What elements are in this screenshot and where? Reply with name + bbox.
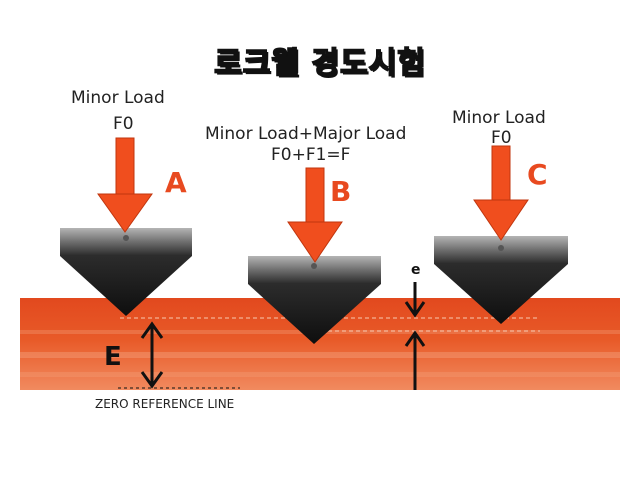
label-a-load: Minor Load — [71, 88, 165, 108]
letter-c: C — [527, 158, 548, 191]
depth-arrow-e-small — [404, 282, 426, 390]
load-arrow-b — [287, 167, 343, 263]
indenter-a — [60, 228, 192, 316]
zero-reference-label: ZERO REFERENCE LINE — [95, 397, 235, 411]
label-c-load: Minor Load — [452, 108, 546, 128]
label-e-small: e — [411, 262, 421, 278]
label-a-force: F0 — [113, 114, 134, 134]
letter-a: A — [165, 166, 187, 199]
letter-b: B — [330, 175, 352, 208]
depth-arrow-e-big — [140, 321, 164, 389]
label-e-big: E — [104, 342, 122, 372]
label-b-load: Minor Load+Major Load — [205, 124, 407, 144]
page-title: 로크웰 경도시험 — [213, 45, 426, 82]
label-b-force: F0+F1=F — [271, 145, 351, 165]
load-arrow-c — [473, 145, 529, 241]
label-c-force: F0 — [491, 128, 512, 148]
load-arrow-a — [97, 137, 153, 233]
